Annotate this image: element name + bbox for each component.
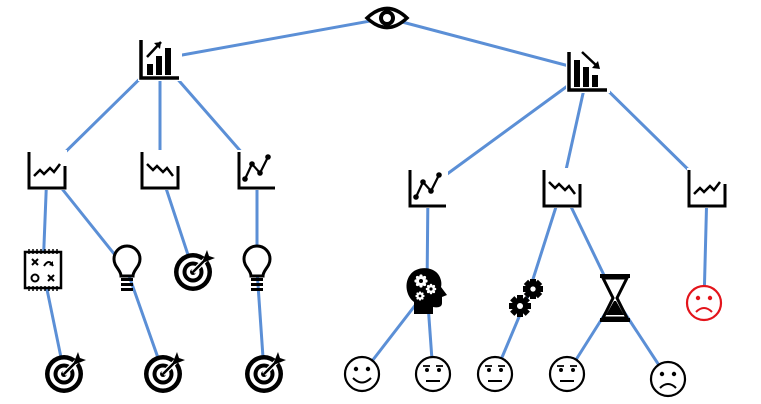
edge-decline-to-d-volatile: [426, 69, 590, 190]
head-gears-icon: [406, 268, 447, 314]
edge-g-idea-2-to-g-target-4: [255, 268, 266, 374]
hourglass-icon: [600, 274, 630, 322]
bar-chart-down-icon: [566, 49, 610, 93]
eye-icon: [364, 6, 410, 30]
lightbulb-icon: [242, 244, 272, 291]
target-icon: [174, 250, 215, 291]
target-icon: [45, 352, 86, 393]
sad-face-icon: [685, 284, 723, 322]
volatile-line-chart-icon: [408, 168, 448, 208]
trend-down-chart-icon: [140, 150, 180, 190]
lightbulb-icon: [112, 244, 142, 291]
edge-g-idea-1-to-g-target-3: [125, 268, 165, 374]
trend-up-chart-icon: [687, 168, 727, 208]
target-icon: [245, 352, 286, 393]
nodes-layer: [23, 6, 727, 398]
edge-root-to-growth: [158, 16, 389, 61]
edge-root-to-decline: [385, 16, 590, 73]
trend-up-chart-icon: [27, 150, 67, 190]
sad-face-icon: [649, 360, 687, 398]
happy-face-icon: [343, 355, 381, 393]
volatile-line-chart-icon: [237, 150, 277, 190]
neutral-face-icon: [414, 355, 452, 393]
neutral-face-icon: [476, 355, 514, 393]
strategy-board-icon: [23, 249, 63, 291]
neutral-face-icon: [548, 355, 586, 393]
gears-icon: [509, 279, 543, 317]
target-icon: [144, 352, 185, 393]
bar-chart-up-icon: [138, 37, 182, 81]
trend-down-chart-icon: [542, 168, 582, 208]
